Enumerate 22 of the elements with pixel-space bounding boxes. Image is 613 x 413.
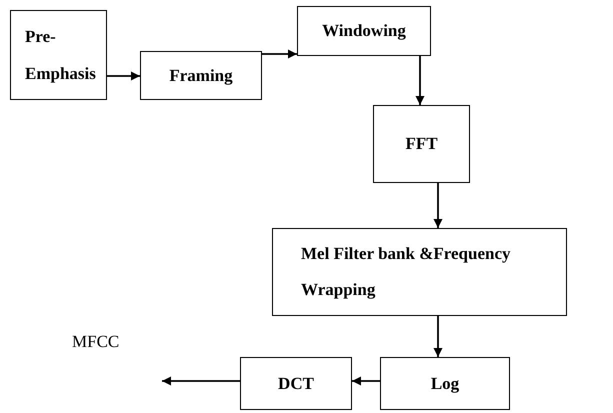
arrow — [434, 183, 442, 228]
arrow — [352, 376, 380, 386]
arrow — [162, 376, 240, 386]
process-box — [140, 51, 262, 100]
output-label: MFCC — [72, 332, 120, 352]
process-box — [373, 105, 470, 183]
arrow — [416, 56, 424, 105]
box-label: Windowing — [322, 21, 406, 41]
process-box — [240, 357, 352, 410]
box-label: DCT — [278, 374, 314, 394]
process-box — [272, 228, 567, 316]
arrow — [262, 50, 297, 58]
box-label: Mel Filter bank &Frequency Wrapping — [301, 243, 512, 301]
box-label: FFT — [405, 134, 438, 154]
arrow — [434, 316, 442, 357]
process-box — [380, 357, 510, 410]
process-box — [10, 10, 107, 100]
box-label: Pre- Emphasis — [25, 26, 97, 85]
box-label: Log — [430, 374, 460, 394]
box-label: Framing — [169, 66, 233, 86]
process-box — [297, 6, 431, 56]
arrow — [107, 72, 140, 80]
